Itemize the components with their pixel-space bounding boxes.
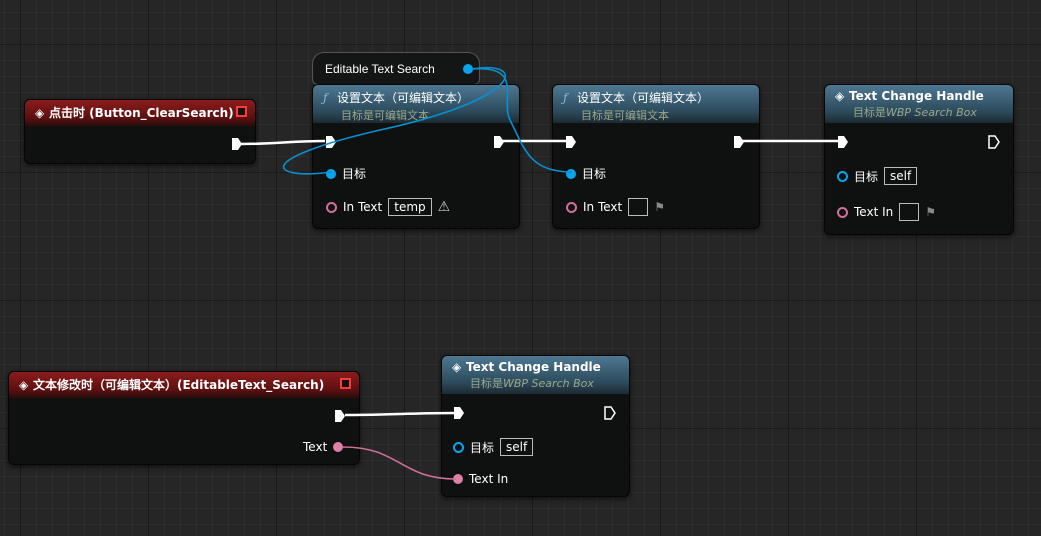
function-diamond-icon: ◈ bbox=[835, 89, 845, 103]
function-icon: ƒ bbox=[323, 91, 328, 105]
pin-label: 目标 bbox=[582, 167, 607, 181]
set-text-node-2[interactable]: ƒ 设置文本（可编辑文本） 目标是可编辑文本 目标 In Text ⚑ bbox=[552, 84, 760, 229]
exec-out-pin[interactable] bbox=[231, 137, 243, 151]
text-in-pin[interactable]: Text In bbox=[453, 472, 508, 486]
node-title: 设置文本（可编辑文本） bbox=[577, 91, 710, 105]
target-pin[interactable]: 目标 self bbox=[453, 438, 534, 456]
set-text-node-1[interactable]: ƒ 设置文本（可编辑文本） 目标是可编辑文本 目标 In Text temp ⚠ bbox=[312, 84, 520, 229]
pin-label: In Text bbox=[583, 200, 623, 214]
exec-in-pin[interactable] bbox=[837, 135, 849, 149]
in-text-pin[interactable]: In Text ⚑ bbox=[566, 198, 665, 216]
subtitle-prefix: 目标是 bbox=[853, 106, 886, 119]
target-pin[interactable]: 目标 bbox=[326, 165, 366, 182]
getter-label: Editable Text Search bbox=[325, 62, 435, 76]
exec-in-pin[interactable] bbox=[565, 135, 577, 149]
target-pin[interactable]: 目标 self bbox=[837, 167, 918, 185]
pin-label: 目标 bbox=[854, 169, 879, 184]
text-in-pin[interactable]: Text In ⚑ bbox=[837, 203, 936, 221]
subtitle-class: WBP Search Box bbox=[886, 106, 977, 119]
exec-out-pin[interactable] bbox=[493, 135, 505, 149]
event-node-button-clear-search[interactable]: ◈ 点击时 (Button_ClearSearch) bbox=[24, 99, 256, 164]
node-subtitle: 目标是可编辑文本 bbox=[581, 109, 669, 122]
getter-node-editable-text-search[interactable]: Editable Text Search bbox=[312, 52, 480, 85]
exec-in-pin[interactable] bbox=[453, 406, 465, 420]
node-title: 点击时 (Button_ClearSearch) bbox=[49, 106, 234, 120]
pin-label: Text In bbox=[469, 472, 509, 486]
in-text-input[interactable]: temp bbox=[388, 198, 432, 216]
pin-label: In Text bbox=[343, 200, 383, 214]
pin-label: Text bbox=[303, 440, 328, 454]
subtitle-class: WBP Search Box bbox=[503, 377, 594, 390]
localization-flag-icon[interactable]: ⚑ bbox=[654, 200, 665, 214]
event-diamond-icon: ◈ bbox=[19, 378, 29, 392]
exec-out-pin[interactable] bbox=[733, 135, 745, 149]
subtitle-prefix: 目标是 bbox=[470, 377, 503, 390]
function-icon: ƒ bbox=[563, 91, 568, 105]
function-diamond-icon: ◈ bbox=[452, 360, 462, 374]
exec-out-pin[interactable] bbox=[334, 409, 346, 423]
node-title: Text Change Handle bbox=[849, 89, 984, 103]
exec-in-pin[interactable] bbox=[325, 135, 337, 149]
target-input[interactable]: self bbox=[500, 438, 534, 456]
in-text-pin[interactable]: In Text temp ⚠ bbox=[326, 198, 450, 216]
target-pin[interactable]: 目标 bbox=[566, 165, 606, 182]
text-change-handle-node-1[interactable]: ◈ Text Change Handle 目标是WBP Search Box 目标 s… bbox=[824, 84, 1014, 235]
pin-label: 目标 bbox=[342, 167, 367, 181]
pin-label: Text In bbox=[854, 205, 894, 219]
localization-flag-icon[interactable]: ⚑ bbox=[925, 205, 936, 219]
stop-icon bbox=[236, 106, 247, 117]
event-diamond-icon: ◈ bbox=[35, 106, 45, 120]
text-change-handle-node-2[interactable]: ◈ Text Change Handle 目标是WBP Search Box 目标 s… bbox=[441, 355, 630, 497]
warning-icon: ⚠ bbox=[437, 199, 451, 215]
node-title: 文本修改时（可编辑文本）(EditableText_Search) bbox=[33, 378, 325, 392]
text-in-input[interactable] bbox=[899, 203, 920, 221]
target-input[interactable]: self bbox=[884, 167, 918, 185]
pin-label: 目标 bbox=[470, 440, 495, 455]
in-text-input[interactable] bbox=[628, 198, 649, 216]
exec-out-pin[interactable] bbox=[988, 135, 1000, 149]
object-out-pin[interactable] bbox=[463, 64, 473, 74]
exec-out-pin[interactable] bbox=[604, 406, 616, 420]
event-node-text-changed[interactable]: ◈ 文本修改时（可编辑文本）(EditableText_Search) Text bbox=[8, 371, 360, 465]
node-title: Text Change Handle bbox=[466, 360, 601, 374]
stop-icon bbox=[340, 378, 351, 389]
node-title: 设置文本（可编辑文本） bbox=[337, 91, 470, 105]
text-out-pin[interactable]: Text bbox=[303, 440, 344, 454]
node-subtitle: 目标是可编辑文本 bbox=[341, 109, 429, 122]
